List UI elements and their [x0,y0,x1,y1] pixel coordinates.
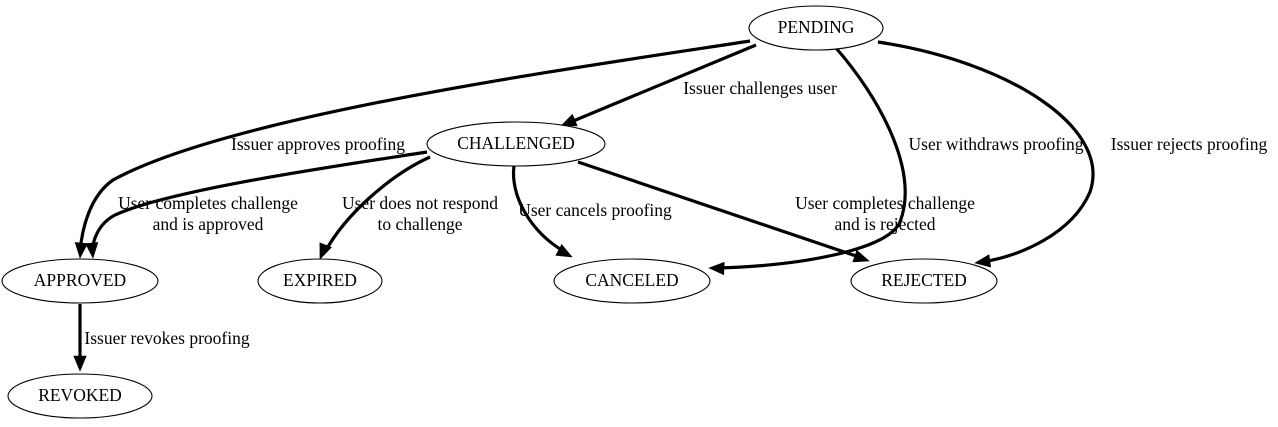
edge-label-line: Issuer revokes proofing [84,328,249,348]
edge-arrowhead [85,242,99,259]
node-label: APPROVED [34,270,126,290]
edge-pending-rejected [877,40,1095,268]
edge-line [78,39,751,253]
edge-challenged-approved [85,150,428,259]
node-ellipse[interactable] [7,373,153,419]
node-ellipse[interactable] [1,258,159,304]
edge-pending-canceled [708,46,907,276]
edge-line [577,160,863,260]
edge-arrowhead [974,254,992,268]
edge-line [90,150,428,253]
edge-line [511,165,566,254]
node-label: CHALLENGED [457,133,575,153]
edge-label-line: User cancels proofing [518,200,672,220]
node-approved[interactable]: APPROVED [1,258,159,304]
edge-label-pending-canceled: User withdraws proofing [909,134,1084,154]
node-expired[interactable]: EXPIRED [257,258,383,304]
node-label: CANCELED [585,270,678,290]
node-label: REJECTED [881,270,967,290]
edge-label-line: to challenge [377,214,462,234]
edge-challenged-rejected [577,160,870,263]
edge-label-pending-rejected: Issuer rejects proofing [1111,134,1268,154]
node-ellipse[interactable] [553,258,711,304]
node-ellipse[interactable] [426,121,606,167]
node-challenged[interactable]: CHALLENGED [426,121,606,167]
node-ellipse[interactable] [257,258,383,304]
node-revoked[interactable]: REVOKED [7,373,153,419]
edge-label-challenged-canceled: User cancels proofing [518,200,672,220]
edge-approved-revoked [73,304,87,372]
edge-label-approved-revoked: Issuer revokes proofing [84,328,249,348]
edge-challenged-canceled [511,165,573,258]
edges-layer [73,39,1095,372]
edge-label-line: Issuer approves proofing [231,134,405,154]
node-rejected[interactable]: REJECTED [850,258,998,304]
edge-line [877,40,1095,264]
edge-label-line: User completes challenge [795,193,975,213]
edge-arrowhead [73,355,87,372]
edge-arrowhead [708,261,725,276]
node-canceled[interactable]: CANCELED [553,258,711,304]
edge-label-line: Issuer rejects proofing [1111,134,1268,154]
edge-label-line: User completes challenge [118,193,298,213]
edge-pending-approved [74,39,751,259]
edge-arrowhead [555,243,573,258]
edge-label-pending-approved: Issuer approves proofing [231,134,405,154]
edge-label-line: Issuer challenges user [683,78,837,98]
edge-line [323,155,431,253]
edge-challenged-expired [319,155,431,260]
nodes-layer: PENDING CHALLENGED APPROVED EXPIRED CANCELED… [1,5,998,419]
edge-line [715,46,907,270]
edge-label-line: and is approved [153,214,264,234]
edge-label-line: User withdraws proofing [909,134,1084,154]
node-label: PENDING [778,17,855,37]
edge-arrowhead [74,242,88,259]
node-pending[interactable]: PENDING [748,5,884,51]
edge-label-line: User does not respond [342,193,498,213]
node-ellipse[interactable] [850,258,998,304]
edge-label-line: and is rejected [834,214,935,234]
edge-label-pending-challenged: Issuer challenges user [683,78,837,98]
node-ellipse[interactable] [748,5,884,51]
edge-line [565,43,757,126]
node-label: EXPIRED [283,270,357,290]
edge-arrowhead [852,249,870,263]
node-label: REVOKED [38,385,122,405]
edge-arrowhead [319,242,332,260]
